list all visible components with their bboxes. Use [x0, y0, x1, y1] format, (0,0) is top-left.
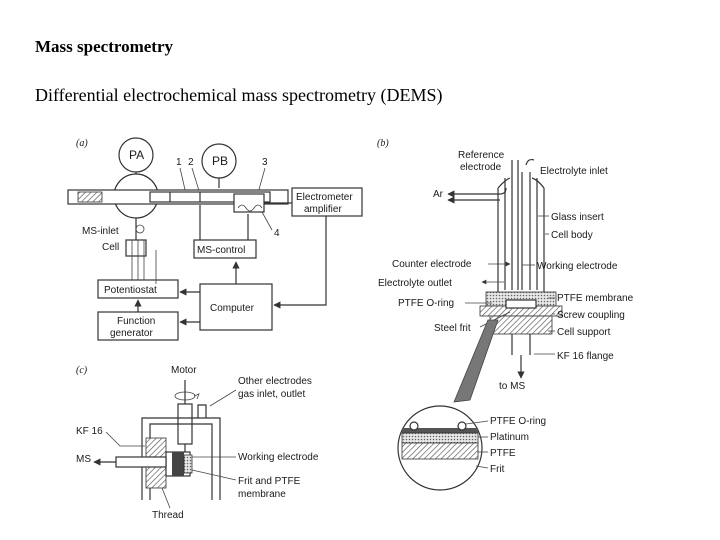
electrometer-label-1: Electrometer — [296, 192, 353, 203]
panel-a-tag: (a) — [76, 138, 88, 149]
ms-label: MS — [76, 454, 91, 465]
panel-c-tag: (c) — [76, 365, 88, 376]
inset-frit-label: Frit — [490, 464, 505, 475]
motor-label: Motor — [171, 365, 197, 376]
panel-a: (a) PA PB 1 2 3 4 Electrometer amplifier… — [67, 137, 363, 341]
working-electrode-label: Working electrode — [537, 261, 618, 272]
electrolyte-inlet-label: Electrolyte inlet — [540, 166, 608, 177]
ms-control-label: MS-control — [197, 245, 245, 256]
cell-support-label: Cell support — [557, 327, 611, 338]
reference-label-2: electrode — [460, 162, 502, 173]
working-electrode-c-label: Working electrode — [238, 452, 319, 463]
screw-coupling-label: Screw coupling — [557, 310, 625, 321]
ar-label: Ar — [433, 189, 444, 200]
label-1: 1 — [176, 157, 182, 168]
electrolyte-outlet-label: Electrolyte outlet — [378, 278, 452, 289]
slide-subtitle: Differential electrochemical mass spectr… — [35, 85, 443, 105]
ms-inlet-label: MS-inlet — [82, 226, 119, 237]
reference-label-1: Reference — [458, 150, 505, 161]
slide-title: Mass spectrometry — [35, 37, 174, 56]
detector — [233, 193, 265, 213]
thread-label: Thread — [152, 510, 184, 521]
computer-box — [199, 283, 273, 331]
panel-b: (b) Reference electrode Electrolyte inle… — [377, 138, 634, 491]
kf16-flange-label: KF 16 flange — [557, 351, 614, 362]
computer-label: Computer — [210, 303, 255, 314]
counter-electrode-label: Counter electrode — [392, 259, 472, 270]
function-gen-label-1: Function — [117, 316, 155, 327]
gas-inlet-label: gas inlet, outlet — [238, 389, 305, 400]
function-gen-label-2: generator — [110, 328, 153, 339]
inset-platinum-label: Platinum — [490, 432, 529, 443]
label-3: 3 — [262, 157, 268, 168]
label-2: 2 — [188, 157, 194, 168]
panel-c: (c) Motor Other electrodes gas inlet, ou… — [76, 365, 319, 521]
ms-control-box — [193, 239, 257, 259]
potentiostat-box — [97, 279, 179, 299]
cell-body-label: Cell body — [551, 230, 593, 241]
pb-label: PB — [212, 154, 228, 168]
inset-oring-label: PTFE O-ring — [490, 416, 546, 427]
label-4: 4 — [274, 228, 280, 239]
other-electrodes-label: Other electrodes — [238, 376, 312, 387]
inset-ptfe-label: PTFE — [490, 448, 516, 459]
panel-b-tag: (b) — [377, 138, 389, 149]
ptfe-oring-label: PTFE O-ring — [398, 298, 454, 309]
pa-label: PA — [129, 148, 144, 162]
to-ms-label: to MS — [499, 381, 525, 392]
steel-frit-label: Steel frit — [434, 323, 471, 334]
frit-label-2: membrane — [238, 489, 286, 500]
kf16-label: KF 16 — [76, 426, 103, 437]
glass-insert-label: Glass insert — [551, 212, 604, 223]
ptfe-membrane-label: PTFE membrane — [557, 293, 634, 304]
frit-label-1: Frit and PTFE — [238, 476, 301, 487]
electrometer-box — [291, 187, 363, 217]
cell-a — [125, 239, 147, 257]
cell-label: Cell — [102, 242, 119, 253]
potentiostat-label: Potentiostat — [104, 285, 157, 296]
electrometer-label-2: amplifier — [304, 204, 342, 215]
